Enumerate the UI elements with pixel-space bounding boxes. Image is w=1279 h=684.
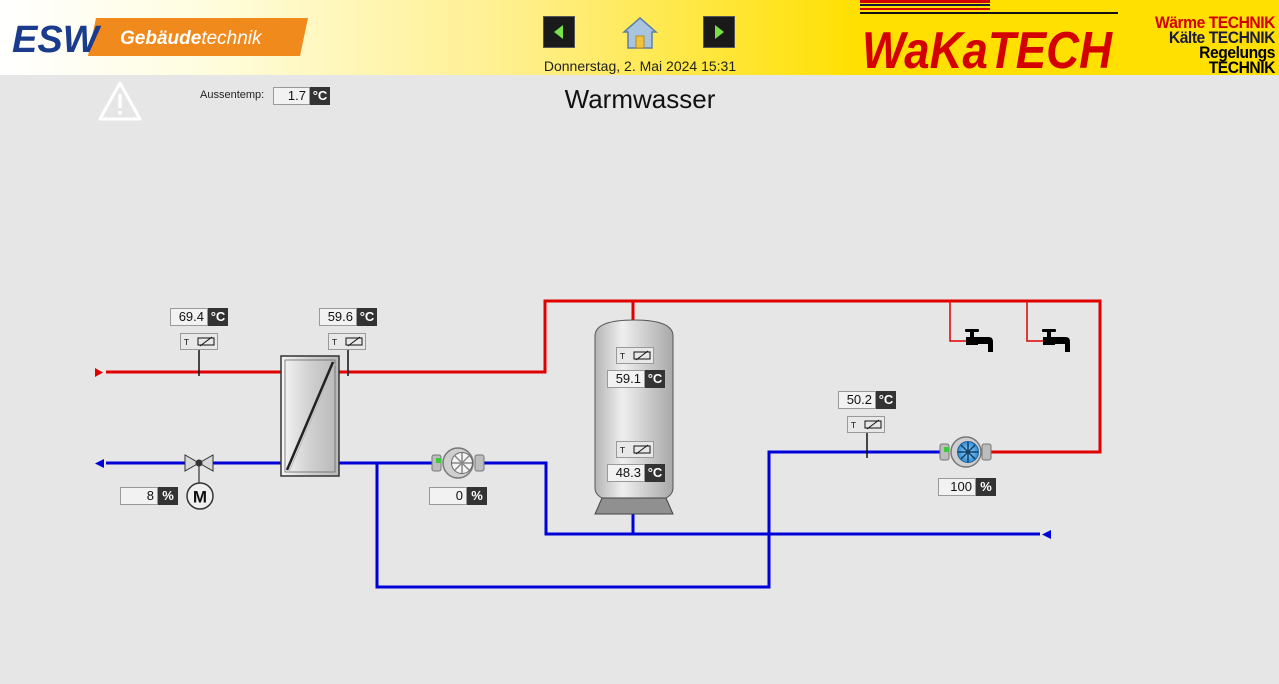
charging-pump-speed-unit: %: [467, 487, 487, 505]
outside-temp-unit: °C: [310, 87, 330, 105]
brand-line-regelung: Regelungs TECHNIK: [1199, 43, 1275, 77]
nav-back-button[interactable]: [543, 16, 575, 48]
sensor-circulation[interactable]: T: [847, 416, 885, 433]
valve-position-value: 8: [120, 487, 158, 505]
date-time: Donnerstag, 2. Mai 2024 15:31: [543, 58, 737, 74]
supply-inlet-arrow: [95, 368, 103, 377]
sensor-supply-secondary[interactable]: T: [328, 333, 366, 350]
circulation-pump-speed-unit: %: [976, 478, 996, 496]
outside-temp-label: Aussentemp:: [200, 89, 265, 101]
thermistor-icon: [633, 444, 651, 455]
hot-water-pipes: [106, 299, 1102, 454]
esw-logo: ESW Gebäudetechnik: [12, 18, 308, 58]
valve-motor[interactable]: M: [186, 482, 214, 510]
brand-block: Wärme TECHNIK Kälte TECHNIK Regelungs TE…: [1137, 13, 1276, 77]
warning-icon[interactable]: [97, 80, 143, 122]
wakatech-logo-text: WaKaTECH: [862, 22, 1113, 75]
nav-back-icon: [554, 25, 563, 39]
home-button[interactable]: [621, 14, 659, 52]
wakatech-logo: WaKaTECH: [860, 0, 1118, 75]
tank-bottom-temp-unit: °C: [645, 464, 665, 482]
esw-tagline-bold: Gebäude: [120, 28, 202, 49]
supply-temp-secondary-unit: °C: [357, 308, 377, 326]
mixing-valve[interactable]: [184, 454, 214, 483]
sensor-supply-primary[interactable]: T: [180, 333, 218, 350]
valve-position-unit: %: [158, 487, 178, 505]
esw-tagline-rest: technik: [201, 28, 263, 49]
sensor-tank-bottom[interactable]: T: [616, 441, 654, 458]
sensor-tank-top[interactable]: T: [616, 347, 654, 364]
supply-temp-primary-value: 69.4: [170, 308, 208, 326]
nav-forward-button[interactable]: [703, 16, 735, 48]
heat-exchanger[interactable]: [280, 355, 340, 477]
tap-icon: [1042, 329, 1070, 352]
circulation-pump[interactable]: [939, 436, 992, 468]
brand-line-kaelte: Kälte TECHNIK: [1168, 28, 1276, 47]
valve-motor-label: M: [193, 488, 207, 507]
nav-forward-icon: [715, 25, 724, 39]
supply-temp-secondary-value: 59.6: [319, 308, 357, 326]
thermistor-icon: [197, 336, 215, 347]
tank-bottom-temp-value: 48.3: [607, 464, 645, 482]
tank-top-temp-unit: °C: [645, 370, 665, 388]
circulation-temp-unit: °C: [876, 391, 896, 409]
cold-water-pipes: [106, 450, 1040, 589]
charging-pump[interactable]: [431, 447, 485, 479]
supply-temp-primary-unit: °C: [208, 308, 228, 326]
circulation-temp-value: 50.2: [838, 391, 876, 409]
circulation-pump-speed-value: 100: [938, 478, 976, 496]
tap-icon: [965, 329, 993, 352]
outside-temp-value: 1.7: [273, 87, 310, 105]
page-title: Warmwasser: [564, 84, 716, 114]
thermistor-icon: [864, 419, 882, 430]
brand-line-waerme: Wärme TECHNIK: [1154, 13, 1276, 32]
home-icon: [622, 17, 658, 49]
esw-logo-text: ESW: [12, 19, 102, 58]
svg-text:Gebäudetechnik: Gebäudetechnik: [120, 28, 263, 49]
cold-water-outlet-arrow: [1042, 530, 1051, 539]
return-outlet-arrow: [95, 459, 104, 468]
thermistor-icon: [633, 350, 651, 361]
tank-top-temp-value: 59.1: [607, 370, 645, 388]
charging-pump-speed-value: 0: [429, 487, 467, 505]
thermistor-icon: [345, 336, 363, 347]
